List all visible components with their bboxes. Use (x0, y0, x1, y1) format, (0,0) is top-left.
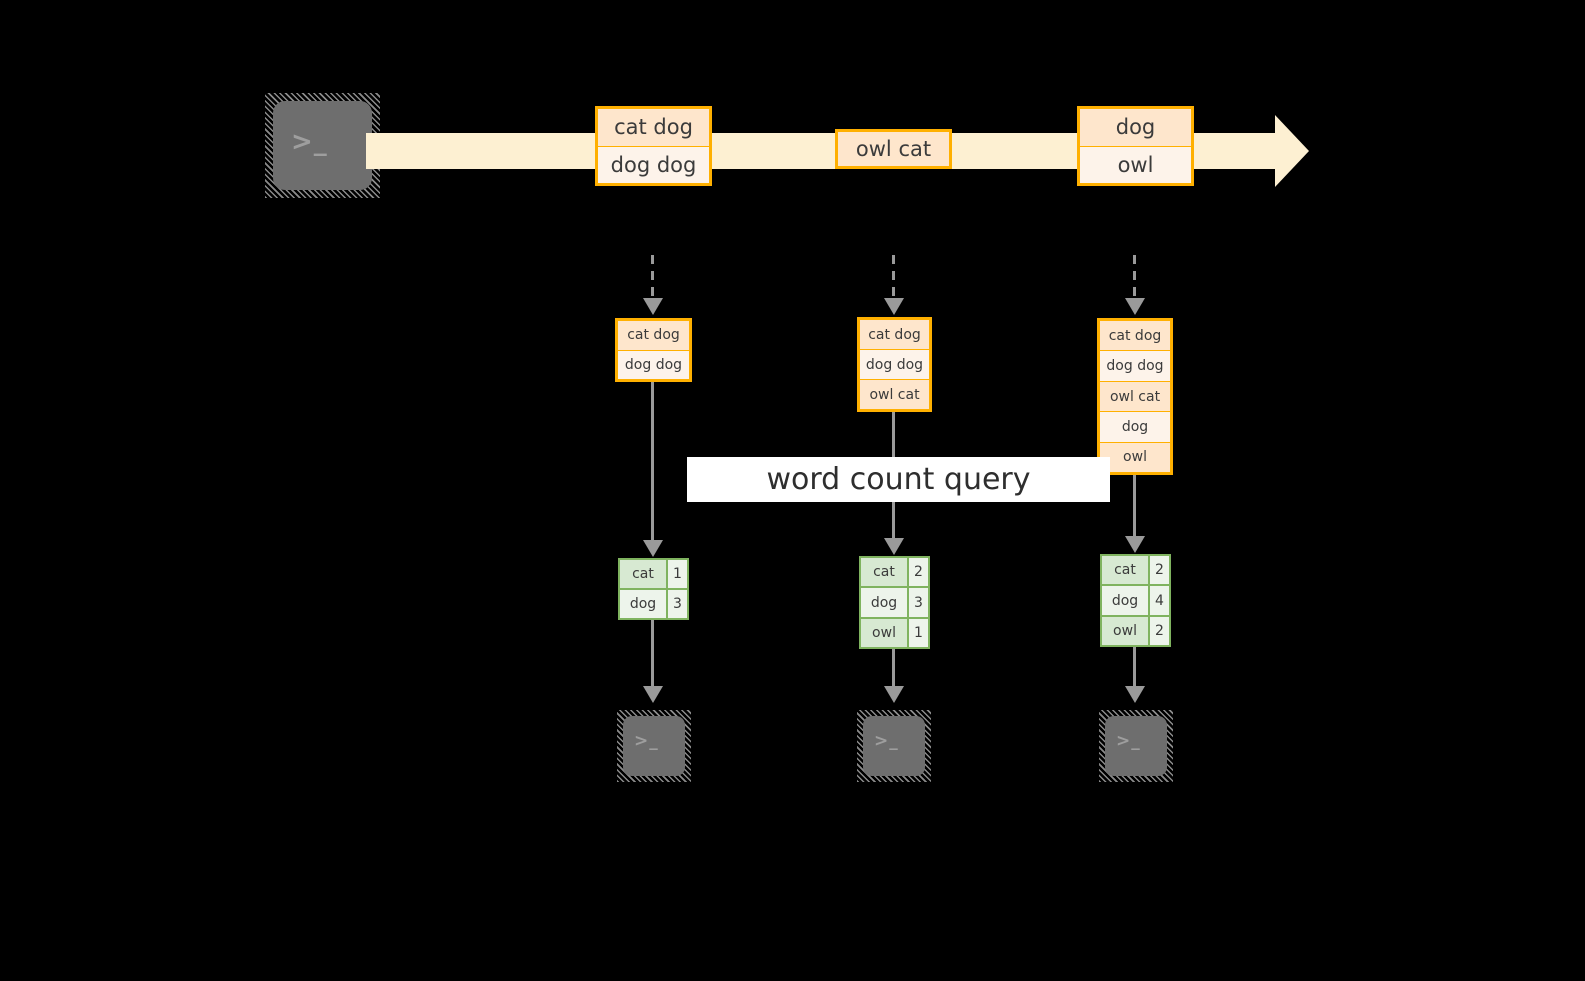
tap-connector-dashed-1 (651, 255, 654, 300)
snapshot-input-record: owl (1100, 442, 1170, 473)
stream-record-group-3: dog owl (1077, 106, 1194, 186)
snapshot-input-record: cat dog (860, 320, 929, 351)
query-connector-arrowhead-2 (884, 538, 904, 555)
result-row: cat 2 (861, 558, 928, 589)
result-row: owl 2 (1102, 616, 1169, 645)
stream-record: owl (1080, 146, 1191, 183)
snapshot-input-record: owl cat (860, 380, 929, 410)
terminal-prompt-glyph: >_ (634, 731, 659, 751)
stream-record-group-1: cat dog dog dog (595, 106, 712, 186)
snapshot-1-result-table: cat 1 dog 3 (618, 558, 689, 620)
snapshot-1-input-box: cat dog dog dog (615, 318, 692, 382)
result-count: 1 (909, 618, 928, 647)
result-word: owl (861, 618, 909, 647)
stream-arrow-head (1275, 115, 1309, 187)
snapshot-2-result-table: cat 2 dog 3 owl 1 (859, 556, 930, 649)
snapshot-3-sink-terminal-icon: >_ (1099, 710, 1173, 782)
snapshot-1-sink-terminal-icon: >_ (617, 710, 691, 782)
result-row: cat 1 (620, 560, 687, 590)
query-label-band: word count query (687, 457, 1110, 502)
sink-connector-1 (651, 620, 654, 688)
snapshot-input-record: owl cat (1100, 381, 1170, 413)
result-row: cat 2 (1102, 556, 1169, 587)
result-word: dog (620, 590, 668, 618)
terminal-prompt-glyph: >_ (291, 127, 328, 157)
sink-connector-arrowhead-3 (1125, 686, 1145, 703)
result-word: dog (1102, 586, 1150, 615)
query-connector-1 (651, 382, 654, 542)
source-terminal-icon: >_ (265, 93, 380, 198)
tap-connector-dashed-3 (1133, 255, 1136, 300)
result-row: dog 3 (861, 588, 928, 619)
tap-connector-dashed-2 (892, 255, 895, 300)
result-word: owl (1102, 616, 1150, 645)
tap-connector-arrowhead-1 (643, 298, 663, 315)
stream-record: cat dog (598, 109, 709, 147)
result-word: cat (861, 558, 909, 587)
result-word: cat (1102, 556, 1150, 585)
query-connector-3 (1133, 475, 1136, 538)
result-row: dog 3 (620, 590, 687, 618)
tap-connector-arrowhead-2 (884, 298, 904, 315)
result-count: 2 (1150, 556, 1169, 585)
stream-record-group-2: owl cat (835, 129, 952, 169)
stream-record: dog dog (598, 146, 709, 183)
stream-record: dog (1080, 109, 1191, 147)
snapshot-2-sink-terminal-icon: >_ (857, 710, 931, 782)
query-label-text: word count query (766, 462, 1031, 497)
result-count: 3 (909, 588, 928, 617)
result-count: 2 (909, 558, 928, 587)
snapshot-input-record: cat dog (618, 321, 689, 351)
snapshot-input-record: dog (1100, 412, 1170, 443)
snapshot-3-result-table: cat 2 dog 4 owl 2 (1100, 554, 1171, 647)
stream-record: owl cat (838, 132, 949, 166)
result-row: owl 1 (861, 618, 928, 647)
snapshot-input-record: dog dog (618, 350, 689, 379)
result-row: dog 4 (1102, 586, 1169, 617)
query-connector-arrowhead-3 (1125, 536, 1145, 553)
snapshot-input-record: cat dog (1100, 321, 1170, 352)
result-count: 3 (668, 590, 687, 618)
result-word: cat (620, 560, 668, 588)
result-count: 1 (668, 560, 687, 588)
snapshot-input-record: dog dog (1100, 351, 1170, 382)
tap-connector-arrowhead-3 (1125, 298, 1145, 315)
query-connector-arrowhead-1 (643, 540, 663, 557)
sink-connector-2 (892, 649, 895, 689)
result-count: 2 (1150, 616, 1169, 645)
result-word: dog (861, 588, 909, 617)
snapshot-3-input-box: cat dog dog dog owl cat dog owl (1097, 318, 1173, 475)
terminal-prompt-glyph: >_ (874, 731, 899, 751)
sink-connector-arrowhead-1 (643, 686, 663, 703)
sink-connector-3 (1133, 647, 1136, 689)
snapshot-input-record: dog dog (860, 350, 929, 381)
result-count: 4 (1150, 586, 1169, 615)
snapshot-2-input-box: cat dog dog dog owl cat (857, 317, 932, 412)
terminal-prompt-glyph: >_ (1116, 731, 1141, 751)
sink-connector-arrowhead-2 (884, 686, 904, 703)
